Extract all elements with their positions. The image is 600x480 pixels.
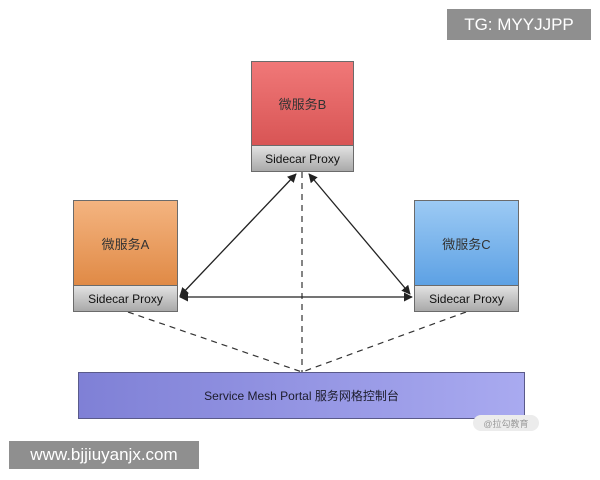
service-b-label: 微服务B <box>252 62 353 145</box>
service-a-label: 微服务A <box>74 201 177 285</box>
dashed-link-c-portal <box>301 311 467 373</box>
service-b-node: 微服务B Sidecar Proxy <box>251 61 354 172</box>
site-label: www.bjjiuyanjx.com <box>9 441 199 469</box>
dashed-link-a-portal <box>127 311 303 373</box>
service-c-label: 微服务C <box>415 201 518 285</box>
service-a-node: 微服务A Sidecar Proxy <box>73 200 178 312</box>
service-c-sidecar-proxy: Sidecar Proxy <box>415 285 518 311</box>
service-mesh-portal: Service Mesh Portal 服务网格控制台 <box>78 372 525 419</box>
arrow-b-c <box>308 173 411 295</box>
service-b-sidecar-proxy: Sidecar Proxy <box>252 145 353 171</box>
arrow-a-b <box>179 173 297 297</box>
watermark-badge: @拉勾教育 <box>473 415 539 431</box>
tg-label: TG: MYYJJPP <box>447 9 591 40</box>
service-c-node: 微服务C Sidecar Proxy <box>414 200 519 312</box>
service-a-sidecar-proxy: Sidecar Proxy <box>74 285 177 311</box>
